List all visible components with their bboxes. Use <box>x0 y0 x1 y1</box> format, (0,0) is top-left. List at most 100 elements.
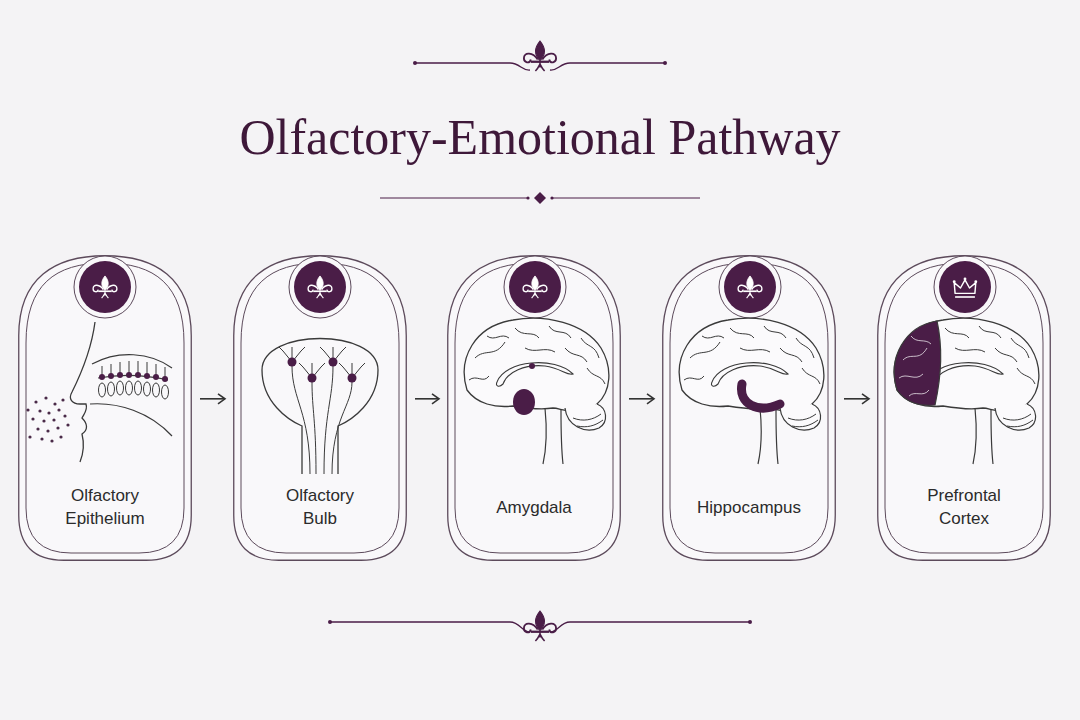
odor-particle <box>38 409 41 412</box>
odor-particles <box>26 396 69 442</box>
receptor-cell <box>126 381 133 395</box>
flow-arrow <box>200 398 225 400</box>
divider-diamond <box>534 192 546 204</box>
flow-arrow <box>844 398 869 400</box>
receptor-cell <box>144 382 151 396</box>
badge-disc <box>724 261 776 313</box>
pathway-stage: Hippocampus <box>662 255 836 561</box>
stage-label-box: Amygdala <box>447 477 621 537</box>
neuron-dendrites <box>279 347 305 362</box>
inner-arch <box>455 263 613 553</box>
stage-label-box: Olfactory Bulb <box>233 477 407 537</box>
badge-ring <box>934 256 996 318</box>
odor-particle <box>47 411 50 414</box>
odor-particle <box>53 402 56 405</box>
pathway-stage: Olfactory Bulb <box>233 255 407 561</box>
connector-group <box>200 398 869 399</box>
stage-label-box: Prefrontal Cortex <box>877 477 1051 537</box>
receptor-cell <box>135 381 142 395</box>
inner-arch <box>670 263 828 553</box>
pathway-stage: Olfactory Epithelium <box>18 255 192 561</box>
outer-arch <box>663 256 836 561</box>
badge-fleur <box>93 276 117 298</box>
title-layer: Olfactory-Emotional Pathway <box>0 0 1080 200</box>
bulb-outline <box>262 339 378 475</box>
brain-drawing <box>679 318 824 464</box>
pathway-stage: Amygdala <box>447 255 621 561</box>
badge-ring <box>289 256 351 318</box>
divider-dot <box>526 196 529 199</box>
receptor-nucleus <box>108 373 114 379</box>
badge-disc <box>509 261 561 313</box>
receptor-nucleus <box>117 372 123 378</box>
neuron-dendrites <box>320 347 346 362</box>
inner-arch <box>26 263 184 553</box>
odor-particle <box>56 426 59 429</box>
odor-particle <box>52 418 55 421</box>
hippocampus-highlight <box>741 384 780 408</box>
divider-line <box>380 198 700 199</box>
stage-label: Prefrontal Cortex <box>909 484 1019 530</box>
badge-disc <box>294 261 346 313</box>
amygdala-highlight <box>513 389 535 415</box>
neuron-body <box>308 374 317 383</box>
bottom-ornament <box>328 611 752 641</box>
badge-disc <box>939 261 991 313</box>
stage-label: Olfactory Bulb <box>275 484 365 530</box>
neuron-body <box>348 374 357 383</box>
stage-label-box: Olfactory Epithelium <box>18 477 192 537</box>
odor-particle <box>61 398 64 401</box>
odor-particle <box>57 408 60 411</box>
odor-particle <box>50 439 53 442</box>
amygdala-illustration <box>464 318 609 464</box>
odor-particle <box>42 419 45 422</box>
ornament-line <box>330 621 750 622</box>
nasal-cavity <box>90 404 172 436</box>
diagram-title: Olfactory-Emotional Pathway <box>0 106 1080 168</box>
outer-arch <box>448 256 621 561</box>
ornament-dot <box>663 61 667 65</box>
odor-particle <box>66 423 69 426</box>
divider-dot <box>550 196 553 199</box>
brain-marker <box>529 363 535 369</box>
receptor-nucleus <box>162 376 168 382</box>
outer-arch <box>234 256 407 561</box>
odor-particle <box>34 400 37 403</box>
badge-fleur <box>523 276 547 298</box>
odor-particle <box>40 437 43 440</box>
ornament-scroll <box>510 622 570 632</box>
badge-ring <box>504 256 566 318</box>
prefrontal-gyri <box>899 336 931 396</box>
stage-badges <box>74 256 996 318</box>
brain-drawing <box>464 318 609 464</box>
receptor-nucleus <box>99 374 105 380</box>
prefrontal-illustration <box>894 318 1039 464</box>
outer-arch <box>878 256 1051 561</box>
receptor-cilia <box>102 361 165 378</box>
ornament-fleur <box>524 41 556 71</box>
receptor-cell <box>108 382 115 396</box>
receptor-cell <box>117 381 124 395</box>
prefrontal-highlight <box>894 321 940 405</box>
flow-arrow <box>415 398 439 400</box>
epithelium-layer <box>98 375 168 380</box>
badge-crown <box>953 278 977 297</box>
neuron-dendrites <box>299 363 325 378</box>
stage-label: Amygdala <box>496 496 572 519</box>
odor-particle <box>31 417 34 420</box>
badge-ring <box>74 256 136 318</box>
badge-ring <box>719 256 781 318</box>
stage-label-box: Hippocampus <box>662 477 836 537</box>
ornament-dot <box>328 620 332 624</box>
odor-particle <box>63 414 66 417</box>
odor-particle <box>26 408 29 411</box>
odor-particle <box>59 435 62 438</box>
receptor-nucleus <box>135 372 141 378</box>
hippocampus-illustration <box>679 318 824 464</box>
brain-drawing <box>894 318 1039 464</box>
neuron-body <box>288 358 297 367</box>
badge-fleur <box>308 276 332 298</box>
inner-arch <box>241 263 399 553</box>
